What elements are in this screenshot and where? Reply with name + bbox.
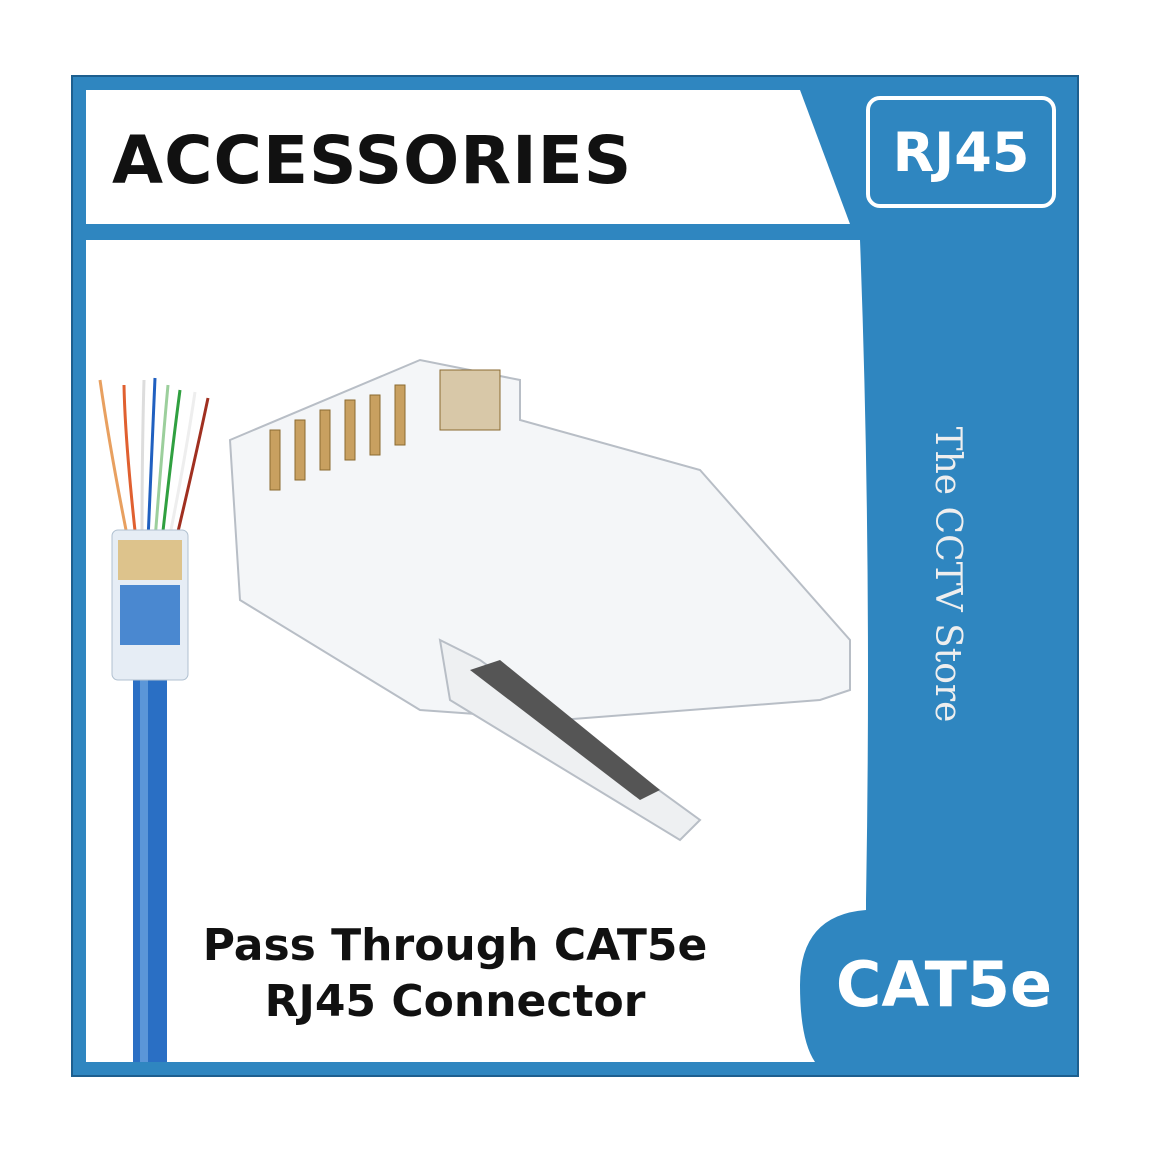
brand-name: The CCTV Store — [927, 426, 968, 723]
brand-logo: The CCTV Store — [905, 404, 985, 749]
product-caption: Pass Through CAT5e RJ45 Connector — [140, 918, 770, 1030]
rj45-connector-illustration — [228, 358, 851, 842]
page-title: ACCESSORIES — [112, 122, 633, 199]
rj45-badge: RJ45 — [866, 96, 1056, 208]
category-badge: CAT5e — [835, 948, 1053, 1021]
cable-illustration — [98, 377, 210, 1062]
caption-line-2: RJ45 Connector — [264, 976, 646, 1027]
caption-line-1: Pass Through CAT5e — [202, 920, 708, 971]
